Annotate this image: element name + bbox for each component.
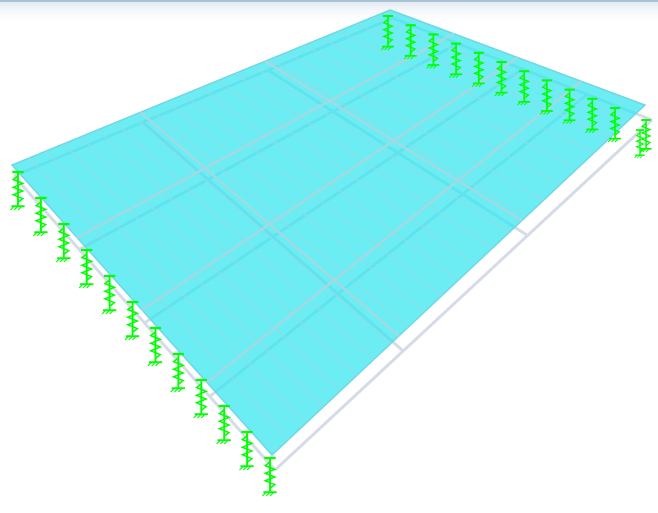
support-springs [9, 14, 652, 497]
edge-beam [273, 118, 654, 472]
spring-support-icon [147, 326, 163, 367]
spring-support-icon [471, 51, 485, 88]
mesh-major-line [139, 111, 400, 337]
spring-support-icon [517, 70, 531, 106]
spring-support-icon [239, 430, 254, 471]
spring-support-icon [448, 42, 463, 78]
spring-support-icon [562, 88, 576, 124]
spring-support-icon [585, 97, 599, 134]
spring-support-icon [634, 129, 646, 159]
spring-support-icon [380, 14, 395, 51]
spring-support-icon [403, 24, 417, 60]
spring-support-icon [639, 119, 652, 153]
spring-support-icon [216, 404, 231, 445]
spring-support-icon [494, 60, 508, 97]
spring-support-icon [9, 170, 25, 211]
spring-support-icon [32, 196, 48, 237]
spring-support-icon [78, 248, 94, 289]
spring-support-icon [193, 378, 209, 419]
viewport-title-strip [0, 0, 658, 22]
slab-mesh-grid [28, 16, 629, 440]
mesh-major-line [206, 80, 583, 384]
mesh-major-line [76, 32, 455, 239]
spring-support-icon [539, 79, 553, 115]
spring-support-icon [55, 222, 71, 263]
spring-support-icon [101, 274, 117, 315]
spring-support-icon [426, 33, 440, 69]
spring-support-icon [124, 300, 140, 341]
spring-support-icon [170, 352, 186, 393]
mesh-major-line [141, 56, 519, 311]
spring-support-icon [261, 456, 277, 497]
floor-slab[interactable] [10, 9, 647, 457]
slab-surface [10, 9, 647, 457]
mesh-major-line [264, 60, 523, 222]
spring-support-icon [607, 106, 622, 143]
